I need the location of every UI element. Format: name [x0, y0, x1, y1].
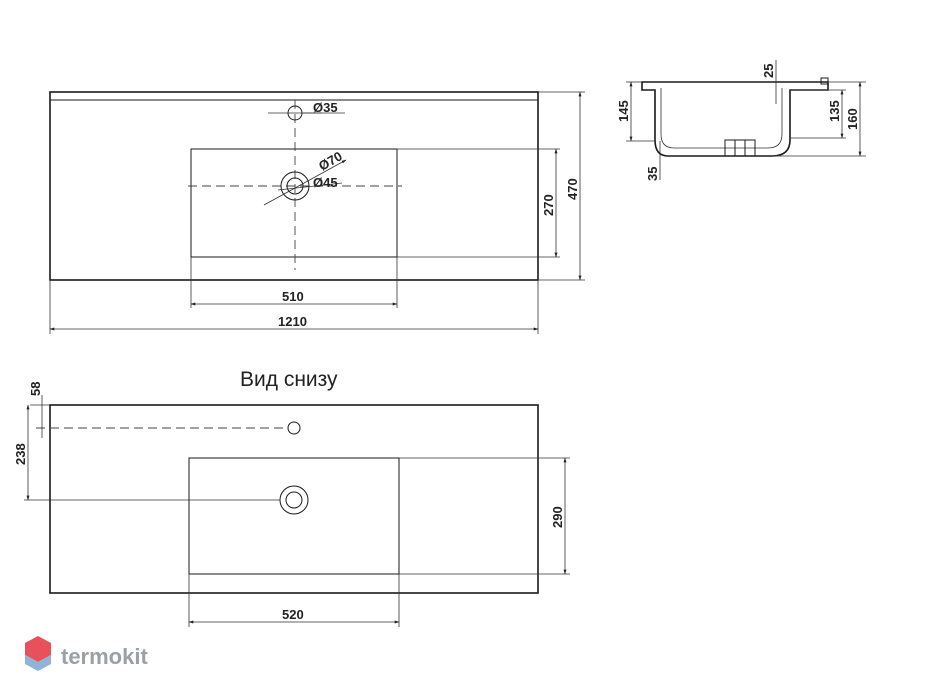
- bottom-drain-inner: [285, 491, 303, 509]
- top-view: Ø35 Ø70 Ø45 270 470 510 1210: [49, 91, 585, 334]
- side-view-knob: [820, 77, 829, 85]
- dim-bowl-depth: 270: [541, 194, 556, 216]
- dim-hole-offset: 58: [28, 382, 43, 396]
- dim-drain: Ø45: [313, 175, 338, 190]
- dim-total-width: 1210: [278, 314, 307, 329]
- dim-full-height: 160: [845, 108, 860, 130]
- dim-bottom-bowl-width: 520: [282, 607, 304, 622]
- dim-tap-hole: Ø35: [313, 100, 338, 115]
- brand-watermark: termokit: [25, 636, 148, 671]
- bottom-view-outline: [49, 404, 539, 594]
- dim-bottom: 35: [645, 167, 660, 181]
- side-view-drain-pipe: [724, 139, 756, 157]
- drain-inner: [286, 177, 304, 195]
- top-view-bowl: [190, 148, 398, 258]
- bottom-view-bowl: [188, 457, 400, 575]
- dim-bowl-width: 510: [282, 289, 304, 304]
- drain-outer: [280, 171, 310, 201]
- termokit-logo-icon: [25, 636, 51, 671]
- drain-leader-45: [277, 182, 343, 191]
- dim-bottom-bowl-depth: 290: [550, 506, 565, 528]
- dim-overflow: Ø70: [316, 148, 345, 173]
- dim-inner-height: 135: [827, 100, 842, 122]
- side-view: 25 145 35 135 160: [616, 60, 866, 181]
- dim-outer-height: 145: [616, 100, 631, 122]
- bottom-drain-outer: [279, 485, 309, 515]
- dim-drain-offset: 238: [13, 443, 28, 465]
- side-view-inner-profile: [660, 88, 783, 149]
- brand-name: termokit: [61, 644, 148, 669]
- top-view-outline: [49, 91, 539, 281]
- bottom-view-caption: Вид снизу: [240, 368, 338, 391]
- bottom-view: Вид снизу 58 238 290 520: [13, 368, 570, 627]
- drain-leader-70: [263, 159, 347, 206]
- dim-rim: 25: [761, 64, 776, 78]
- dim-total-depth: 470: [565, 178, 580, 200]
- bottom-tap-hole: [287, 421, 301, 435]
